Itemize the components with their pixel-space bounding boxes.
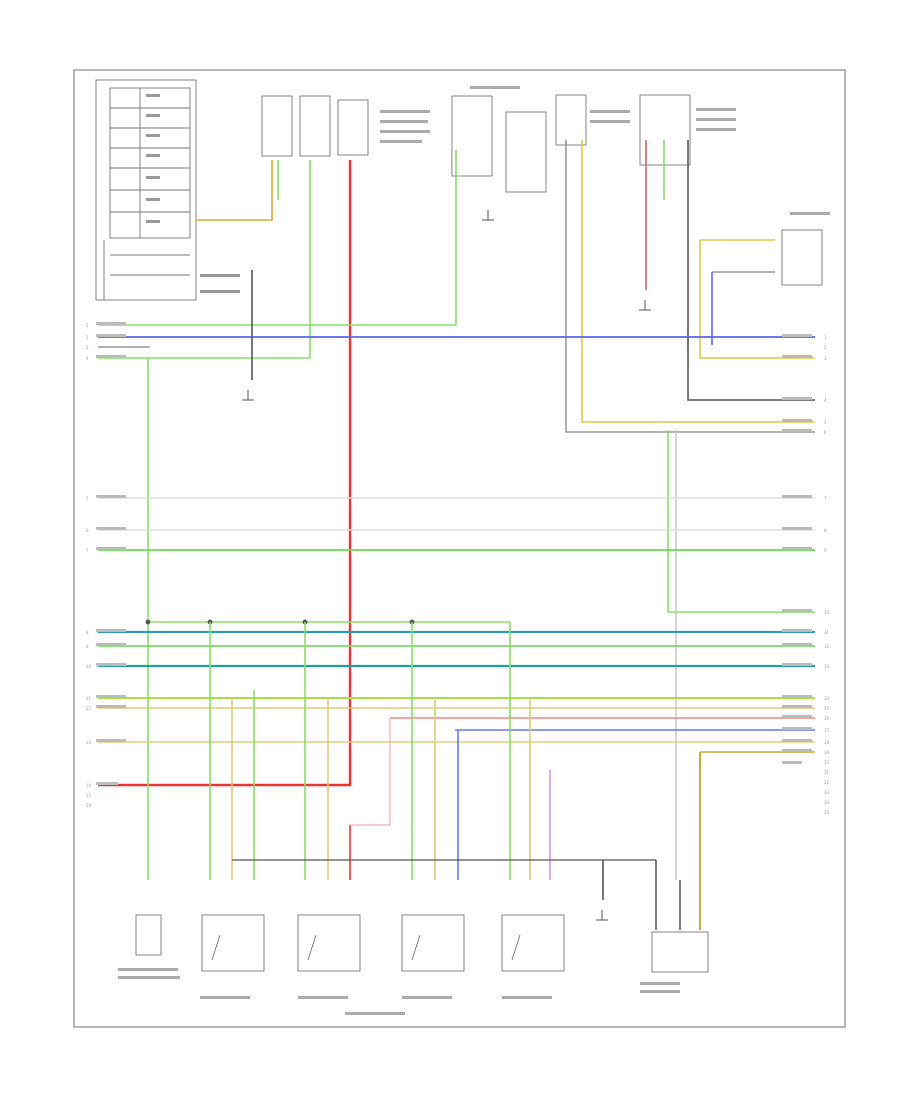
right-pin-label: 8 [824, 528, 827, 533]
right-connector-pins: 1234567891011121314151617181920212223242… [824, 335, 830, 815]
right-pin-label: 22 [824, 780, 830, 785]
sensor-6 [651, 931, 709, 973]
left-pin-label: 7 [86, 548, 89, 553]
right-wire-label-marks [782, 334, 812, 764]
sensor-1 [135, 914, 162, 956]
sensor-2 [201, 914, 265, 972]
bottom-sensors [135, 914, 709, 973]
left-pin-label: 11 [86, 696, 92, 701]
right-pin-label: 2 [824, 345, 827, 350]
fuse-relay-box [95, 79, 197, 301]
right-pin-label: 5 [824, 420, 827, 425]
right-pin-label: 17 [824, 728, 830, 733]
left-pin-label: 14 [86, 783, 92, 788]
left-pin-label: 2 [86, 335, 89, 340]
sensor-4 [401, 914, 465, 972]
right-pin-label: 21 [824, 770, 830, 775]
left-pin-label: 3 [86, 345, 89, 350]
right-pin-label: 11 [824, 630, 830, 635]
sensor-inner-marks [211, 934, 521, 961]
left-pin-label: 4 [86, 356, 89, 361]
left-pin-label: 15 [86, 793, 92, 798]
vertical-wires [98, 140, 815, 930]
horizontal-wires [98, 336, 815, 743]
wire-green-d [98, 150, 457, 326]
right-pin-label: 20 [824, 760, 830, 765]
ground-symbols [242, 210, 651, 921]
left-pin-label: 9 [86, 644, 89, 649]
diagram-frame [73, 69, 846, 1028]
right-pin-label: 3 [824, 356, 827, 361]
right-pin-label: 14 [824, 696, 830, 701]
right-pin-label: 24 [824, 800, 830, 805]
left-pin-label: 16 [86, 803, 92, 808]
right-pin-label: 7 [824, 496, 827, 501]
right-pin-label: 15 [824, 706, 830, 711]
fuse-box-small-labels [146, 94, 240, 293]
left-pin-label: 8 [86, 630, 89, 635]
top-components [261, 94, 823, 286]
right-pin-label: 19 [824, 750, 830, 755]
right-pin-label: 6 [824, 430, 827, 435]
wire-gray-a [565, 140, 815, 433]
left-pin-label: 13 [86, 740, 92, 745]
right-pin-label: 1 [824, 335, 827, 340]
top-component-label-marks [380, 86, 830, 215]
splice-dots [145, 619, 415, 625]
wire-green-a [196, 160, 273, 221]
right-pin-label: 16 [824, 716, 830, 721]
sensor-5 [501, 914, 565, 972]
right-pin-label: 18 [824, 740, 830, 745]
right-pin-label: 4 [824, 398, 827, 403]
left-pin-label: 5 [86, 496, 89, 501]
right-pin-label: 23 [824, 790, 830, 795]
wire-yellow-a [581, 140, 815, 423]
sensor-3 [297, 914, 361, 972]
sensor-label-marks [118, 968, 680, 1015]
wire-red-main [98, 160, 352, 787]
wire-green-b [98, 160, 311, 359]
right-pin-label: 10 [824, 610, 830, 615]
right-pin-label: 13 [824, 664, 830, 669]
right-pin-label: 25 [824, 810, 830, 815]
left-pin-label: 6 [86, 528, 89, 533]
bottom-drop-wires [209, 622, 681, 930]
right-pin-label: 12 [824, 644, 830, 649]
right-pin-label: 9 [824, 548, 827, 553]
left-pin-label: 12 [86, 706, 92, 711]
left-wire-label-marks [96, 322, 126, 785]
left-pin-label: 1 [86, 323, 89, 328]
left-pin-label: 10 [86, 664, 92, 669]
